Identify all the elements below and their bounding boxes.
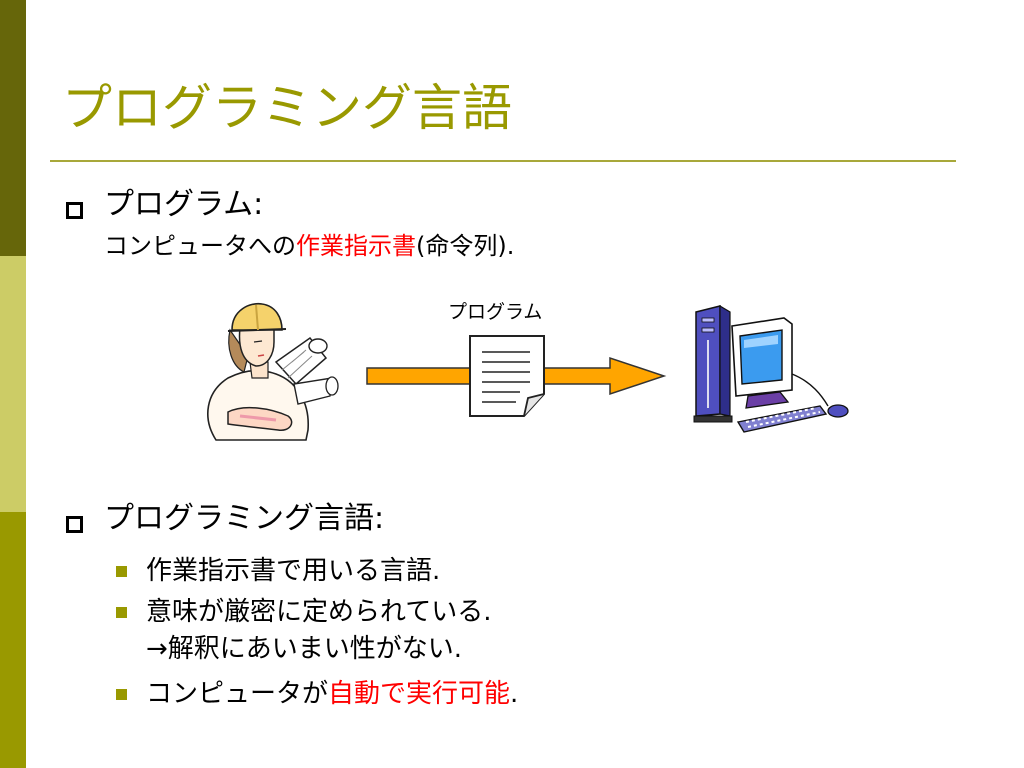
worker-with-blueprints-icon xyxy=(207,302,339,441)
list-item-2-line2: →解釈にあいまい性がない. xyxy=(146,634,463,664)
list-item-1: 作業指示書で用いる言語. xyxy=(146,556,441,586)
description-prefix: コンピュータへの xyxy=(104,232,296,260)
square-bullet-icon xyxy=(116,566,127,577)
sidebar-block-dark xyxy=(0,0,26,256)
description-highlight: 作業指示書 xyxy=(296,232,416,260)
square-bullet-icon xyxy=(116,607,127,618)
slide-title: プログラミング言語 xyxy=(62,79,512,137)
sidebar-block-light xyxy=(0,256,26,512)
square-bullet-icon xyxy=(116,689,127,700)
section1-heading: プログラム: xyxy=(104,187,264,222)
sidebar-block-olive xyxy=(0,512,26,768)
item3-suffix: . xyxy=(510,679,519,709)
title-divider xyxy=(50,160,956,162)
item3-prefix: コンピュータが xyxy=(146,679,329,709)
description-suffix: (命令列). xyxy=(416,232,515,260)
hollow-square-bullet-icon xyxy=(66,516,83,533)
list-item-2-line1: 意味が厳密に定められている. xyxy=(146,597,492,627)
document-icon xyxy=(469,335,545,417)
sidebar-stripe xyxy=(0,0,26,768)
document-label: プログラム xyxy=(448,301,543,323)
section1-description: コンピュータへの作業指示書(命令列). xyxy=(104,230,514,262)
hollow-square-bullet-icon xyxy=(66,202,83,219)
list-item-3: コンピュータが自動で実行可能. xyxy=(146,677,518,711)
section2-heading: プログラミング言語: xyxy=(104,501,385,536)
item3-highlight: 自動で実行可能 xyxy=(328,679,511,709)
computer-icon xyxy=(693,304,849,433)
